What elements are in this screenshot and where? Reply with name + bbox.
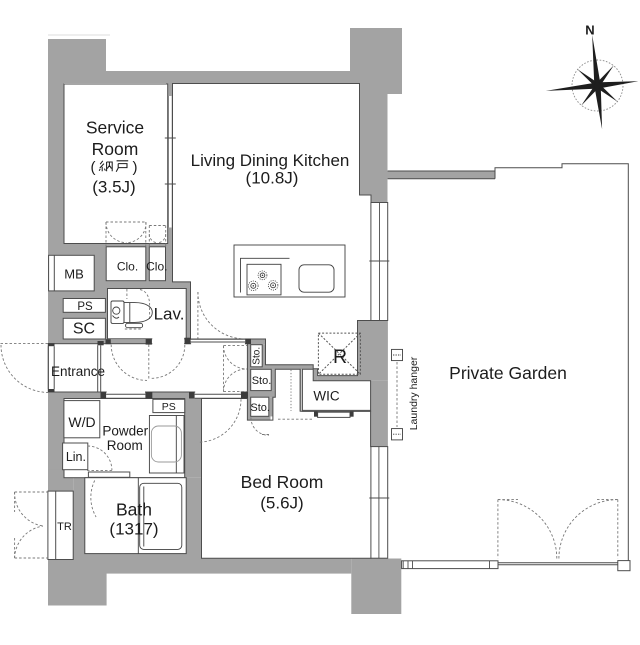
- svg-text:Clo.: Clo.: [146, 260, 167, 274]
- svg-text:SC: SC: [73, 321, 95, 338]
- svg-text:MB: MB: [64, 267, 84, 282]
- svg-text:PS: PS: [77, 301, 93, 313]
- svg-text:(10.8J): (10.8J): [246, 169, 299, 188]
- svg-text:R: R: [333, 346, 347, 368]
- svg-text:Sto.: Sto.: [252, 347, 263, 365]
- svg-text:): ): [133, 159, 138, 176]
- svg-text:Laundry hanger: Laundry hanger: [408, 356, 420, 430]
- svg-text:Lav.: Lav.: [154, 305, 185, 324]
- svg-text:Service: Service: [86, 118, 144, 138]
- svg-text:Private Garden: Private Garden: [449, 363, 567, 383]
- svg-text:Room: Room: [107, 438, 143, 453]
- svg-text:(3.5J): (3.5J): [92, 178, 135, 197]
- svg-text:Sto.: Sto.: [252, 375, 272, 387]
- svg-text:(: (: [91, 159, 96, 176]
- svg-text:Bed Room: Bed Room: [241, 472, 324, 492]
- svg-text:Powder: Powder: [102, 423, 148, 438]
- svg-text:TR: TR: [57, 521, 72, 533]
- svg-text:Clo.: Clo.: [117, 260, 138, 274]
- svg-text:WIC: WIC: [313, 389, 339, 404]
- svg-text:Entrance: Entrance: [51, 364, 105, 379]
- svg-text:Sto.: Sto.: [250, 402, 270, 414]
- svg-text:(5.6J): (5.6J): [260, 494, 303, 513]
- svg-text:PS: PS: [162, 401, 176, 413]
- svg-text:N: N: [585, 23, 594, 38]
- svg-text:Living Dining Kitchen: Living Dining Kitchen: [191, 151, 350, 170]
- svg-text:W/D: W/D: [68, 414, 95, 430]
- svg-text:(1317): (1317): [109, 520, 158, 539]
- svg-text:Room: Room: [92, 139, 139, 159]
- svg-text:Lin.: Lin.: [66, 450, 86, 464]
- svg-text:Bath: Bath: [116, 500, 152, 520]
